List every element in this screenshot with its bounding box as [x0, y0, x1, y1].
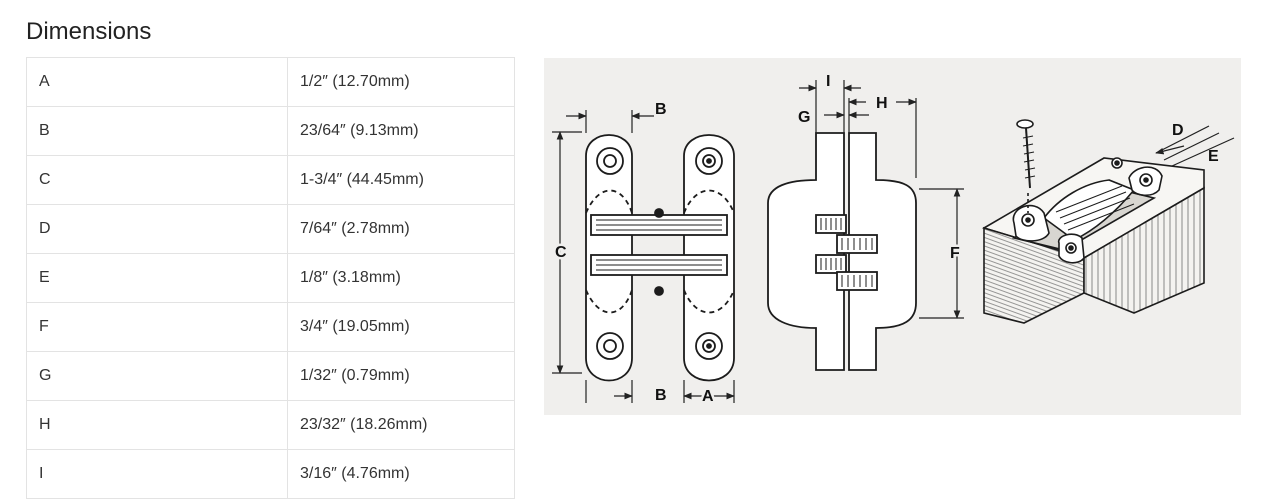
front-dimension-lines: [552, 110, 735, 403]
table-row: D 7/64″ (2.78mm): [26, 204, 515, 254]
label-g: G: [798, 109, 810, 126]
dimension-label: C: [26, 155, 288, 205]
label-a: A: [702, 388, 714, 405]
table-row: E 1/8″ (3.18mm): [26, 253, 515, 303]
label-f: F: [950, 245, 960, 262]
dimension-label: I: [26, 449, 288, 499]
dimension-value: 7/64″ (2.78mm): [287, 204, 515, 254]
table-row: F 3/4″ (19.05mm): [26, 302, 515, 352]
label-h: H: [876, 95, 888, 112]
dimension-label: A: [26, 57, 288, 107]
dimension-label: B: [26, 106, 288, 156]
label-d: D: [1172, 122, 1184, 139]
front-view: [585, 134, 735, 382]
dimension-value: 1/8″ (3.18mm): [287, 253, 515, 303]
isometric-view: [982, 119, 1205, 324]
dimension-value: 1/2″ (12.70mm): [287, 57, 515, 107]
dimension-label: H: [26, 400, 288, 450]
table-row: G 1/32″ (0.79mm): [26, 351, 515, 401]
side-dimension-lines: [799, 80, 964, 319]
label-i: I: [826, 73, 830, 90]
label-b-top: B: [655, 101, 667, 118]
table-row: B 23/64″ (9.13mm): [26, 106, 515, 156]
dimension-value: 3/4″ (19.05mm): [287, 302, 515, 352]
side-view: [767, 132, 917, 371]
dimension-value: 3/16″ (4.76mm): [287, 449, 515, 499]
dimension-label: E: [26, 253, 288, 303]
dimension-value: 23/32″ (18.26mm): [287, 400, 515, 450]
dimension-label: D: [26, 204, 288, 254]
hinge-diagram: B B A C: [544, 58, 1241, 415]
dimension-label: G: [26, 351, 288, 401]
label-e: E: [1208, 148, 1219, 165]
label-b-bottom: B: [655, 387, 667, 404]
table-row: I 3/16″ (4.76mm): [26, 449, 515, 499]
table-row: C 1-3/4″ (44.45mm): [26, 155, 515, 205]
dimensions-table: A 1/2″ (12.70mm) B 23/64″ (9.13mm) C 1-3…: [26, 57, 515, 499]
dimension-value: 1-3/4″ (44.45mm): [287, 155, 515, 205]
section-title: Dimensions: [26, 18, 152, 45]
iso-dimension-lines: [1155, 125, 1235, 167]
table-row: H 23/32″ (18.26mm): [26, 400, 515, 450]
label-c: C: [555, 244, 567, 261]
dimension-value: 1/32″ (0.79mm): [287, 351, 515, 401]
table-row: A 1/2″ (12.70mm): [26, 57, 515, 107]
dimension-label: F: [26, 302, 288, 352]
dimension-value: 23/64″ (9.13mm): [287, 106, 515, 156]
